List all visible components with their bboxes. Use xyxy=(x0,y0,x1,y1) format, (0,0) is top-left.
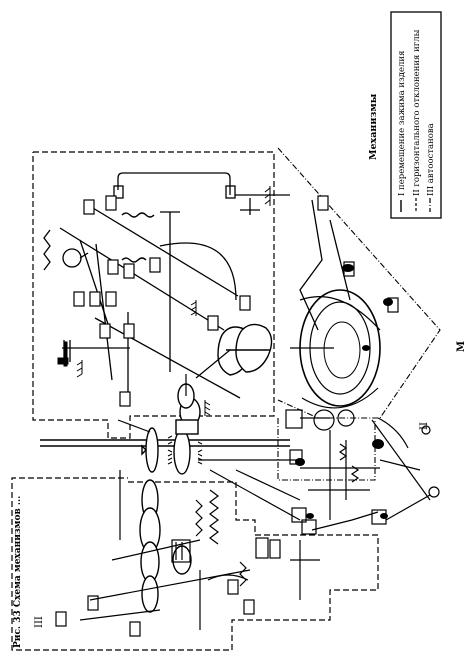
central-drive xyxy=(40,383,290,613)
mechanism-III-outline xyxy=(11,477,379,651)
legend-box xyxy=(390,11,442,219)
gear-teeth xyxy=(167,435,203,465)
drive-rods xyxy=(117,349,301,521)
cam-pair xyxy=(217,323,273,376)
legend-item-1: I перемещение зажима изделия xyxy=(397,51,407,196)
clamp-blobs xyxy=(342,264,393,351)
lower-right-blobs xyxy=(295,439,388,519)
needle-icon xyxy=(57,341,69,367)
upper-joints xyxy=(73,195,399,407)
roman-III-label: III xyxy=(34,616,45,628)
legend-item-2: II горизонтального отклонения иглы xyxy=(412,29,422,196)
mechanism-I-outline xyxy=(32,151,275,439)
fixed-supports xyxy=(76,186,271,416)
mechanism-II-outline xyxy=(277,147,441,481)
lower-right-linkage xyxy=(285,409,440,535)
legend-title: Механизмы xyxy=(368,93,379,160)
figure-caption: Рис. 33 Схема механизмов ... xyxy=(13,496,23,648)
bottom-mark: М xyxy=(456,341,467,352)
legend: I перемещение зажима изделия II горизонт… xyxy=(368,11,442,219)
legend-item-3: III автоостанова xyxy=(426,123,436,196)
lower-left-parts xyxy=(55,470,320,637)
